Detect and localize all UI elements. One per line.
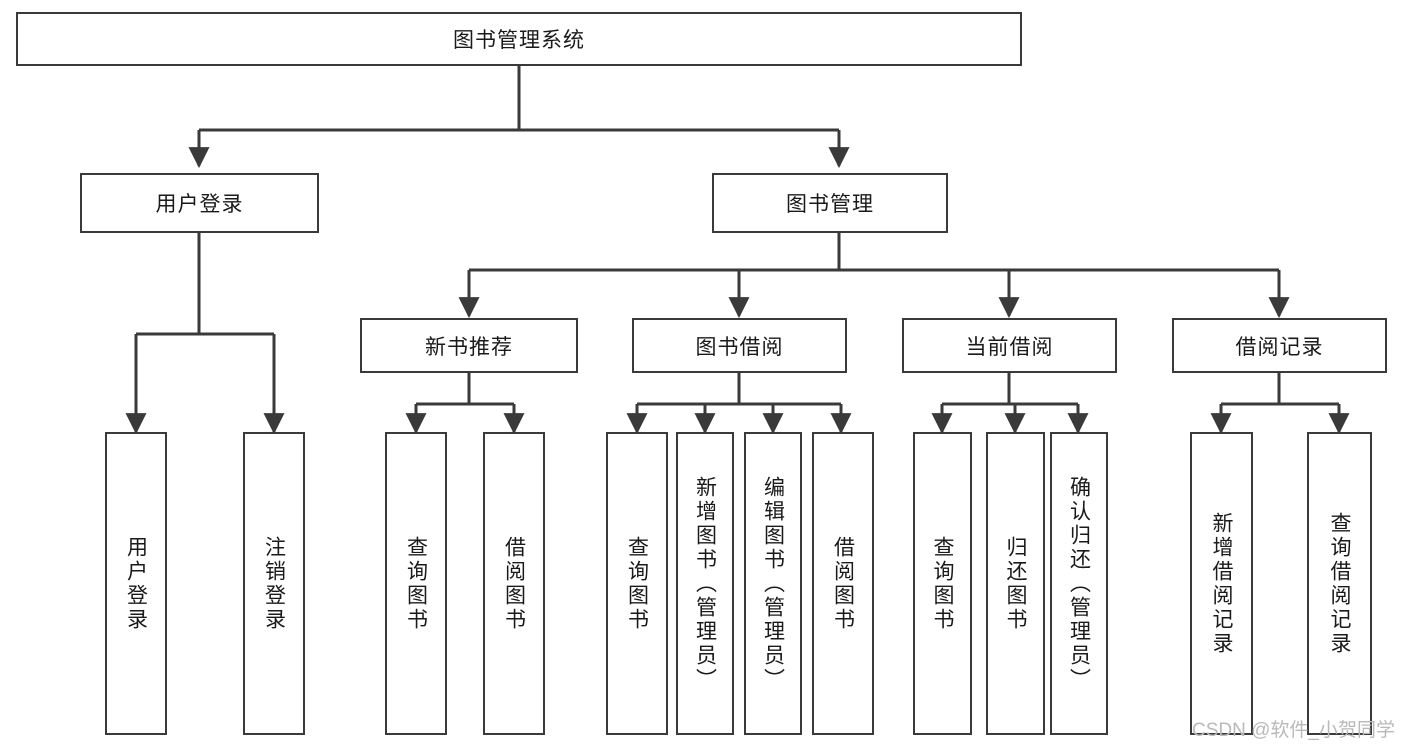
node-leaf-query-book-recommend[interactable]: 查询图书 <box>385 432 447 735</box>
node-current-borrow[interactable]: 当前借阅 <box>902 318 1117 373</box>
node-user-login[interactable]: 用户登录 <box>80 173 319 233</box>
node-current-borrow-label: 当前借阅 <box>965 335 1054 359</box>
node-leaf-query-book-borrow[interactable]: 查询图书 <box>606 432 668 735</box>
node-leaf-borrow-book-recommend-label: 借阅图书 <box>502 535 526 632</box>
node-leaf-add-borrow-record-label: 新增借阅记录 <box>1210 511 1233 656</box>
node-leaf-edit-book-admin[interactable]: 编辑图书（管理员） <box>744 432 802 735</box>
node-book-management-label: 图书管理 <box>786 193 874 216</box>
node-new-book-recommend-label: 新书推荐 <box>425 335 513 359</box>
node-user-login-label: 用户登录 <box>155 193 244 216</box>
node-borrow-record[interactable]: 借阅记录 <box>1172 318 1387 373</box>
node-leaf-user-login[interactable]: 用户登录 <box>105 432 167 735</box>
node-leaf-confirm-return-admin-label: 确认归还（管理员） <box>1067 475 1091 692</box>
node-root-book-management-system[interactable]: 图书管理系统 <box>16 12 1022 66</box>
node-leaf-return-book-label: 归还图书 <box>1004 535 1027 632</box>
node-leaf-user-login-label: 用户登录 <box>124 535 148 632</box>
node-leaf-query-book-current[interactable]: 查询图书 <box>913 432 972 735</box>
node-leaf-borrow-book[interactable]: 借阅图书 <box>812 432 874 735</box>
node-leaf-edit-book-admin-label: 编辑图书（管理员） <box>761 475 785 692</box>
node-leaf-logout-label: 注销登录 <box>262 535 286 632</box>
node-leaf-query-book-borrow-label: 查询图书 <box>625 535 649 632</box>
node-leaf-query-borrow-record-label: 查询借阅记录 <box>1328 511 1351 656</box>
node-book-borrow[interactable]: 图书借阅 <box>632 318 847 373</box>
csdn-watermark: CSDN @软件_小贺同学 <box>1192 720 1395 741</box>
node-leaf-logout[interactable]: 注销登录 <box>243 432 305 735</box>
node-leaf-query-book-current-label: 查询图书 <box>931 535 954 632</box>
node-leaf-add-book-admin[interactable]: 新增图书（管理员） <box>676 432 734 735</box>
node-leaf-borrow-book-label: 借阅图书 <box>831 535 855 632</box>
node-book-borrow-label: 图书借阅 <box>695 335 784 359</box>
node-leaf-add-borrow-record[interactable]: 新增借阅记录 <box>1190 432 1253 735</box>
node-borrow-record-label: 借阅记录 <box>1235 335 1324 359</box>
node-book-management[interactable]: 图书管理 <box>712 173 948 233</box>
node-leaf-query-borrow-record[interactable]: 查询借阅记录 <box>1307 432 1372 735</box>
node-leaf-borrow-book-recommend[interactable]: 借阅图书 <box>483 432 545 735</box>
node-new-book-recommend[interactable]: 新书推荐 <box>360 318 578 373</box>
node-leaf-confirm-return-admin[interactable]: 确认归还（管理员） <box>1050 432 1108 735</box>
node-leaf-return-book[interactable]: 归还图书 <box>986 432 1045 735</box>
node-leaf-add-book-admin-label: 新增图书（管理员） <box>693 475 717 692</box>
node-root-label: 图书管理系统 <box>453 29 585 52</box>
node-leaf-query-book-recommend-label: 查询图书 <box>404 535 428 632</box>
